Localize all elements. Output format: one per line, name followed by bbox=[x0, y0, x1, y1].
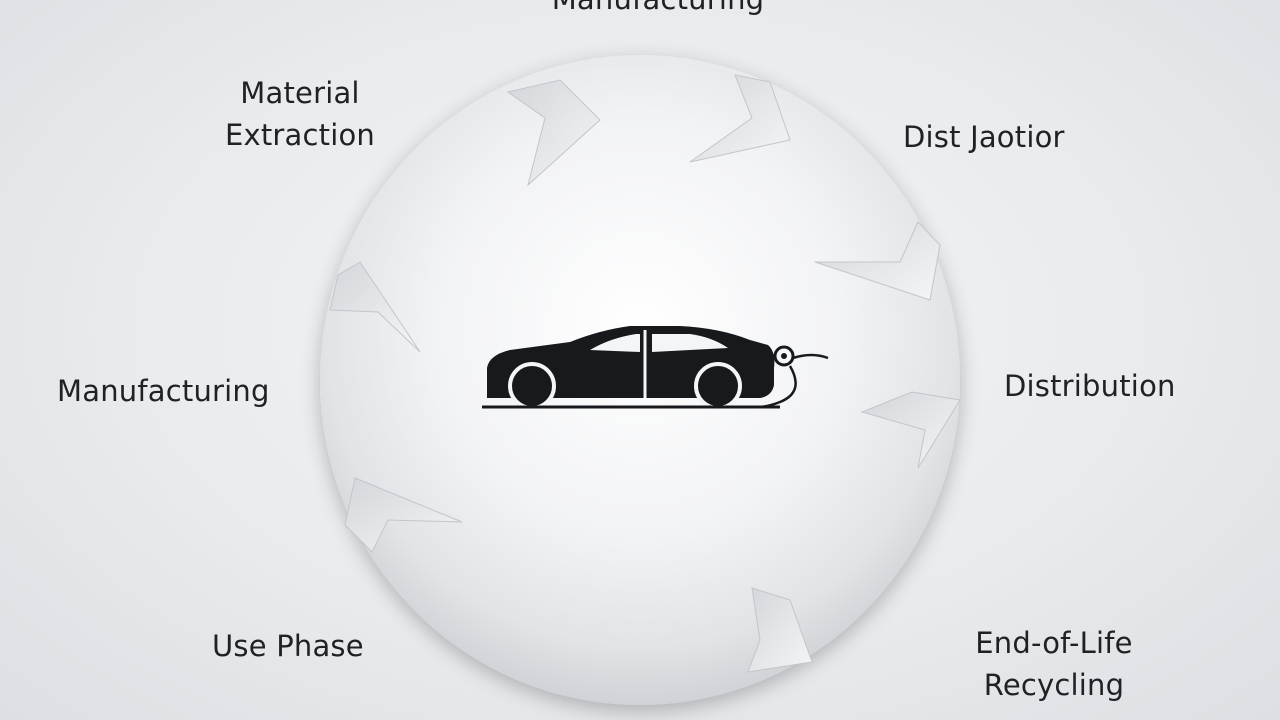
stage-label-top: Manufacturing bbox=[0, 0, 1280, 20]
stage-label-material-extraction-line2: Extraction bbox=[224, 118, 376, 152]
car-wheel-front bbox=[508, 362, 556, 410]
stage-label-distribution: Distribution bbox=[1004, 365, 1176, 407]
electric-car-charging-icon bbox=[482, 326, 829, 410]
stage-label-manufacturing: Manufacturing bbox=[57, 370, 270, 412]
cycle-arrow-bottom-right bbox=[747, 587, 813, 673]
stage-label-top-right-text: Dist Jaotior bbox=[903, 120, 1065, 154]
car-window-rear bbox=[652, 334, 728, 352]
stage-label-manufacturing-text: Manufacturing bbox=[57, 374, 270, 408]
cycle-arrow-top-left bbox=[506, 79, 601, 187]
stage-label-distribution-text: Distribution bbox=[1004, 369, 1176, 403]
cycle-arrow-bottom-left bbox=[344, 477, 463, 553]
stage-label-use-phase-text: Use Phase bbox=[212, 629, 364, 663]
cycle-arrow-top-right bbox=[814, 221, 941, 301]
stage-label-use-phase: Use Phase bbox=[212, 625, 364, 667]
stage-label-top-text: Manufacturing bbox=[0, 0, 1280, 20]
cycle-arrows bbox=[329, 74, 961, 673]
charging-cable bbox=[759, 353, 829, 409]
stage-label-material-extraction: Material Extraction bbox=[200, 72, 400, 156]
car-wheel-rear bbox=[694, 362, 742, 410]
charging-plug-dot bbox=[781, 353, 787, 359]
cycle-arrow-left bbox=[329, 261, 421, 353]
stage-label-end-of-life-recycling: End-of-Life Recycling bbox=[940, 622, 1168, 706]
car-window-front bbox=[590, 334, 640, 352]
stage-label-top-right: Dist Jaotior bbox=[903, 116, 1065, 158]
stage-label-recycling-line1: End-of-Life bbox=[975, 626, 1133, 660]
charging-plug bbox=[773, 345, 795, 367]
cycle-arrow-top bbox=[689, 74, 791, 163]
stage-label-material-extraction-line1: Material bbox=[240, 76, 360, 110]
stage-label-recycling-line2: Recycling bbox=[983, 668, 1125, 702]
cycle-arrow-right bbox=[860, 391, 961, 469]
